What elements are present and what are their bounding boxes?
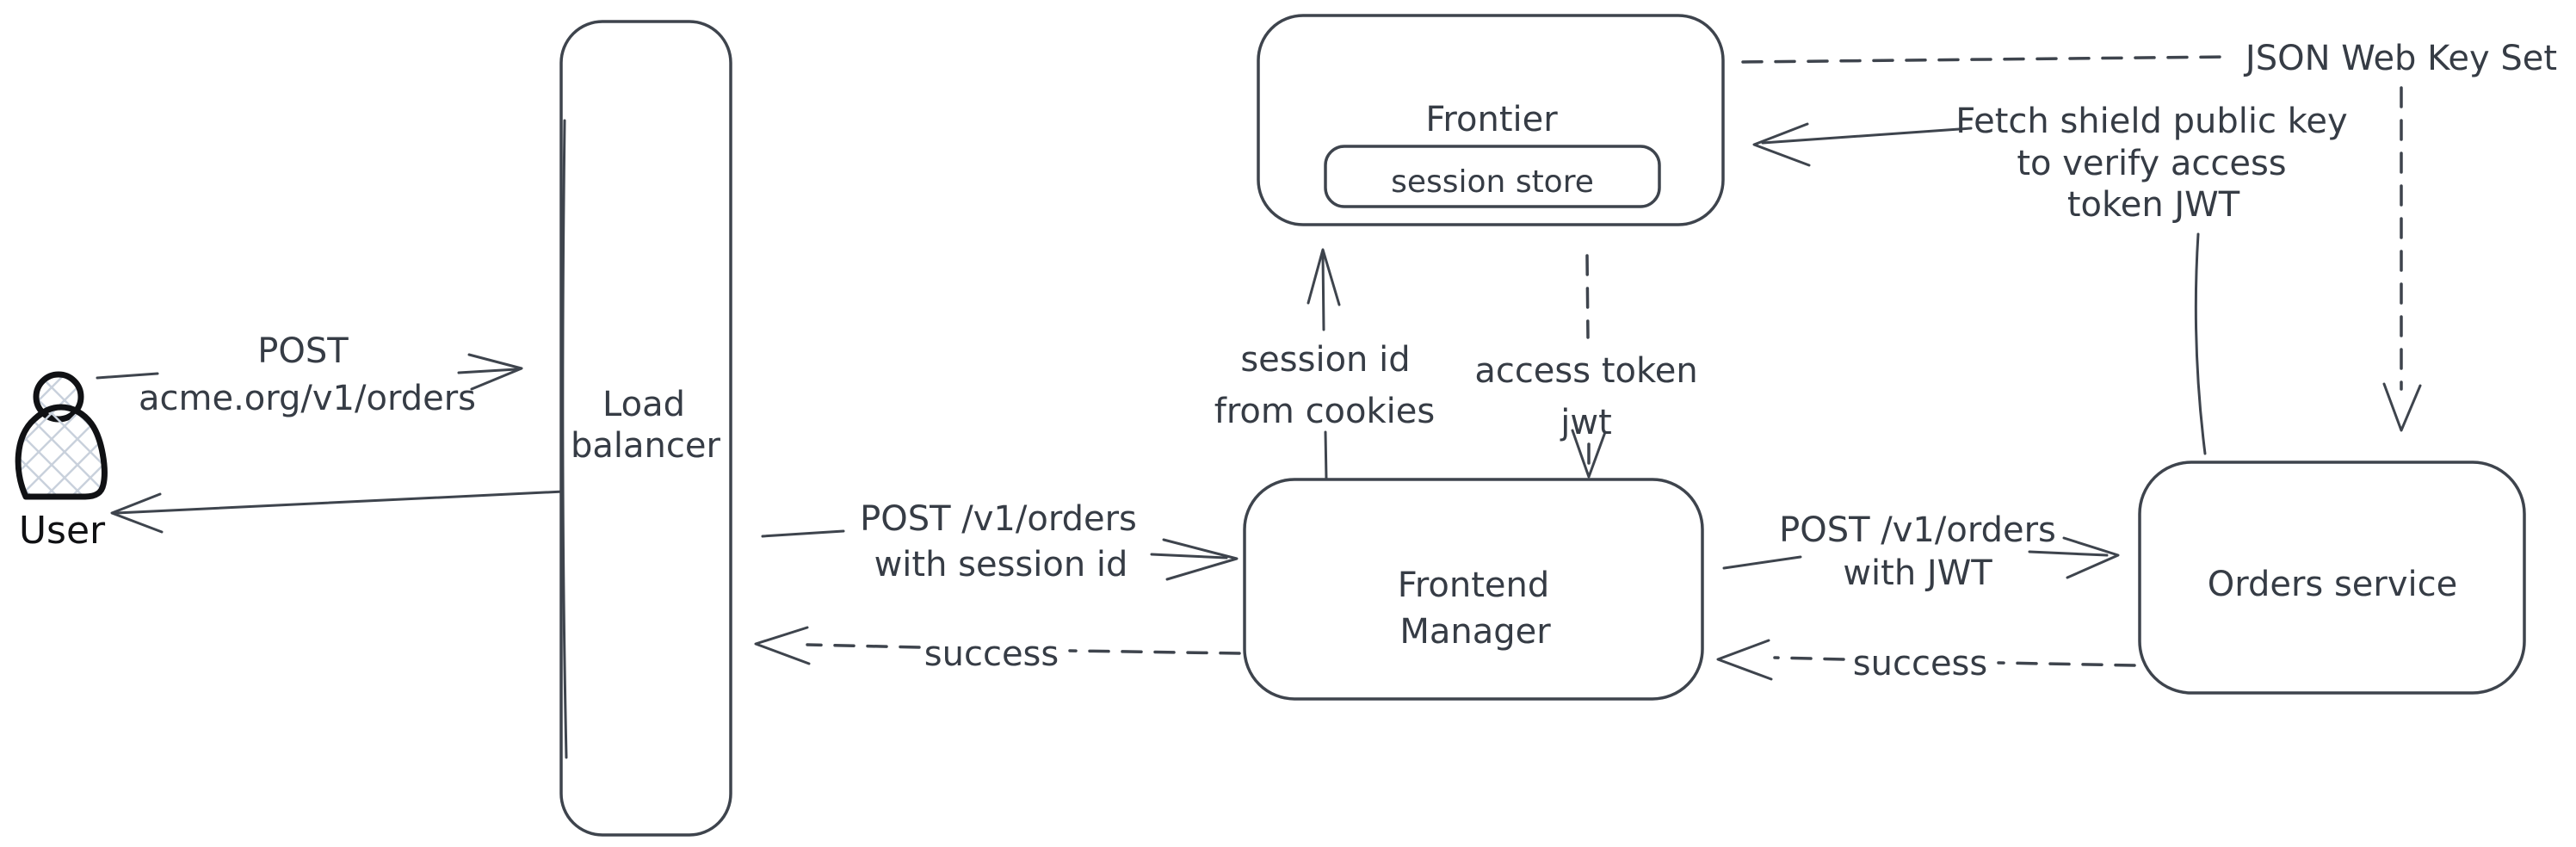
arrowhead-right-icon	[2062, 536, 2120, 579]
edge-access-token: access token jwt	[1474, 254, 1698, 479]
arrowhead-down-icon	[2382, 382, 2422, 432]
edge-jwks-label: JSON Web Key Set	[2243, 39, 2557, 78]
edge-post-session-label-2: with session id	[874, 545, 1128, 584]
edge-session-label-2: from cookies	[1214, 392, 1435, 431]
user-label: User	[19, 509, 106, 553]
edge-post-acme: POST acme.org/v1/orders	[96, 331, 523, 418]
edge-post-session-tail	[761, 529, 845, 538]
edge-access-label-2: jwt	[1560, 403, 1612, 442]
node-frontend-manager: Frontend Manager	[1243, 478, 1704, 701]
arrowhead-right-icon	[1162, 538, 1239, 581]
edge-jwks: JSON Web Key Set	[1741, 39, 2557, 432]
edge-post-jwt: POST /v1/orders with JWT	[1722, 510, 2120, 593]
edge-success-fm-label: success	[1853, 644, 1987, 683]
edge-fetch-label-2: to verify access	[2017, 144, 2286, 183]
edge-access-dash-upper	[1585, 254, 1590, 339]
edge-session-line-upper	[1321, 252, 1325, 331]
edge-post-jwt-label-1: POST /v1/orders	[1779, 510, 2056, 550]
edge-post-acme-line	[457, 368, 518, 374]
edge-post-jwt-line	[2028, 550, 2109, 557]
session-store-label: session store	[1391, 164, 1594, 200]
frontier-label: Frontier	[1425, 100, 1558, 139]
load-balancer-label-2: balancer	[571, 426, 720, 466]
edge-post-acme-label-2: acme.org/v1/orders	[139, 379, 476, 418]
edge-session-label-1: session id	[1240, 340, 1410, 380]
edge-post-acme-label-1: POST	[257, 331, 349, 371]
node-orders-service: Orders service	[2138, 461, 2526, 695]
edge-session-line-lower	[1324, 430, 1328, 481]
edge-success-lb-dash-right	[1068, 649, 1241, 655]
orders-service-box	[2138, 461, 2526, 695]
orders-service-label: Orders service	[2208, 565, 2458, 604]
edge-jwks-dash-horizontal	[1741, 55, 2231, 64]
arrowhead-left-icon	[754, 626, 811, 665]
edge-fetch-label-1: Fetch shield public key	[1955, 102, 2347, 141]
arrowhead-left-icon	[1752, 122, 1811, 167]
edge-post-jwt-label-2: with JWT	[1843, 553, 1992, 593]
edge-success-lb-dash-left	[806, 643, 921, 649]
user-body	[15, 404, 108, 500]
edge-success-lb-label: success	[924, 634, 1059, 674]
edge-fetch-key: Fetch shield public key to verify access…	[1752, 102, 2348, 455]
arrowhead-down-icon	[1571, 429, 1607, 479]
frontend-manager-label-2: Manager	[1399, 612, 1551, 652]
arrowhead-left-icon	[1716, 639, 1773, 681]
edge-success-to-fm: success	[1716, 639, 2136, 683]
arrowhead-up-icon	[1307, 248, 1341, 306]
edge-post-session: POST /v1/orders with session id	[761, 499, 1239, 584]
edge-return-to-user	[110, 490, 565, 534]
arrowhead-left-icon	[110, 492, 164, 534]
edge-success-fm-dash-left	[1773, 656, 1845, 661]
session-store-box	[1324, 145, 1661, 208]
user-actor: User	[15, 371, 108, 553]
edge-fetch-label-3: token JWT	[2067, 185, 2240, 225]
node-load-balancer: Load balancer	[559, 20, 732, 837]
edge-fetch-line	[1761, 127, 1973, 145]
edge-success-to-lb: success	[754, 626, 1241, 674]
load-balancer-sketch-line	[561, 119, 568, 759]
edge-access-label-1: access token	[1474, 351, 1697, 391]
edge-post-session-label-1: POST /v1/orders	[860, 499, 1137, 539]
edge-post-acme-tail	[96, 372, 159, 380]
frontend-manager-label-1: Frontend	[1398, 566, 1550, 605]
load-balancer-box	[559, 20, 732, 837]
edge-success-fm-dash-right	[1997, 661, 2136, 667]
arrowhead-right-icon	[467, 353, 523, 391]
node-frontier: Frontier session store	[1257, 14, 1725, 226]
edge-return-line	[114, 490, 565, 515]
edge-post-session-line	[1150, 553, 1228, 560]
edge-fetch-curve	[2194, 232, 2207, 455]
load-balancer-label-1: Load	[602, 385, 685, 424]
edge-post-jwt-tail	[1722, 555, 1802, 570]
edge-session-cookies: session id from cookies	[1214, 248, 1435, 481]
frontend-manager-box	[1243, 478, 1704, 701]
